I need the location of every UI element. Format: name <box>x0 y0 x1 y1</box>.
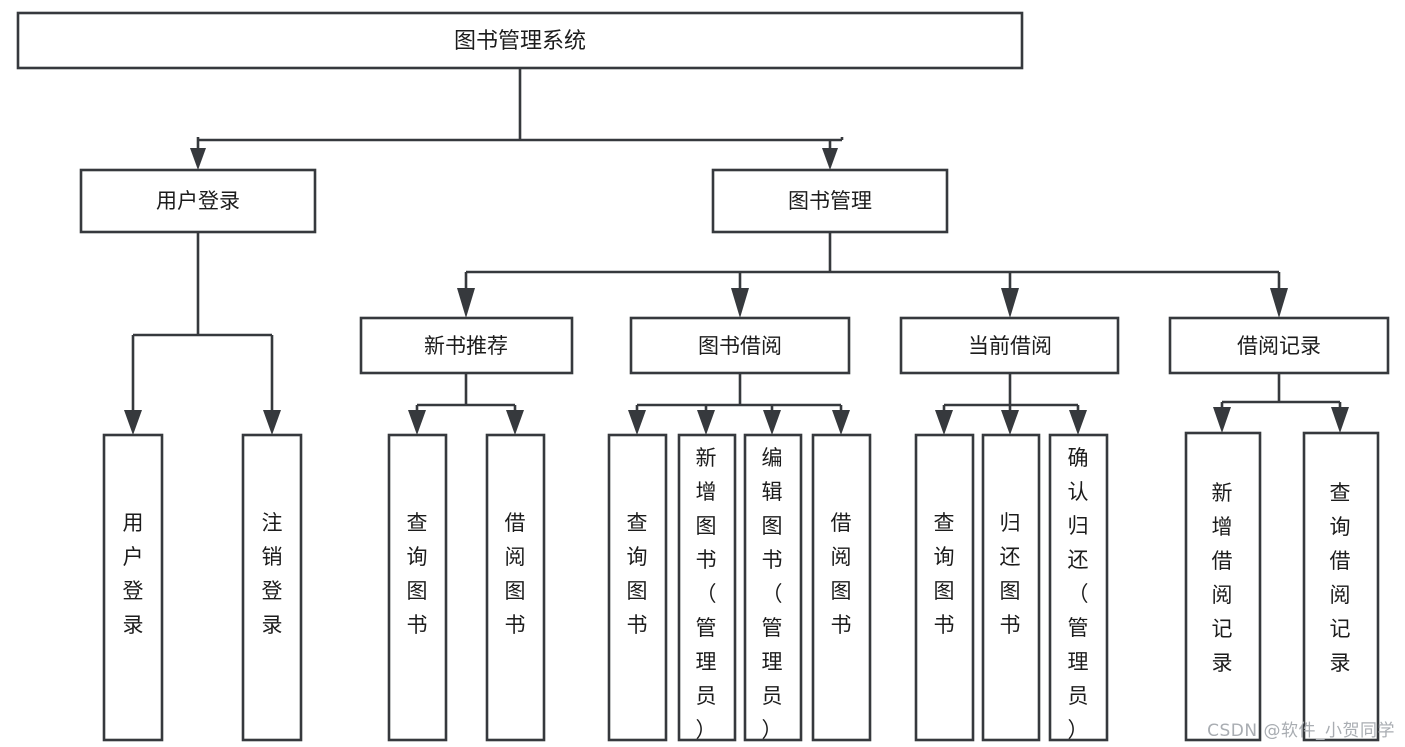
leaf-node-br-query-record-label: 查询借阅记录 <box>1330 481 1351 675</box>
leaf-node-logout-box <box>241 433 303 742</box>
leaf-node-nbr-query-book-label: 查询图书 <box>407 511 428 637</box>
arrow-head-bb-leaf3 <box>763 410 781 435</box>
leaf-node-cb-confirm-return-box <box>1048 433 1109 742</box>
leaf-node-br-add-record-box <box>1184 431 1262 742</box>
arrow-head-user-login <box>190 148 206 170</box>
node-book-borrow[interactable]: 图书借阅 <box>629 316 851 375</box>
arrow-head-br-leaf2 <box>1331 407 1349 433</box>
arrow-head-borrow-record <box>1270 288 1288 318</box>
leaf-node-bb-borrow-book[interactable]: 借阅图书 <box>811 433 872 742</box>
leaf-node-bb-add-book-label: 新增图书（管理员） <box>696 446 717 742</box>
arrow-head-bb-leaf4 <box>832 410 850 435</box>
leaf-node-nbr-query-book[interactable]: 查询图书 <box>387 433 448 742</box>
arrow-head-cb-leaf1 <box>935 410 953 435</box>
leaf-node-br-query-record-box <box>1302 431 1380 742</box>
leaf-node-br-query-record[interactable]: 查询借阅记录 <box>1302 431 1380 742</box>
node-user-login[interactable]: 用户登录 <box>79 168 317 234</box>
leaf-node-cb-confirm-return[interactable]: 确认归还（管理员） <box>1048 433 1109 742</box>
leaf-node-bb-borrow-book-label: 借阅图书 <box>831 511 852 637</box>
arrow-head-cb-leaf3 <box>1069 410 1087 435</box>
leaf-node-bb-edit-book[interactable]: 编辑图书（管理员） <box>743 433 803 742</box>
node-root-system[interactable]: 图书管理系统 <box>16 11 1024 70</box>
node-book-management-label: 图书管理 <box>788 189 872 213</box>
leaf-node-cb-query-book-box <box>914 433 975 742</box>
csdn-watermark: CSDN @软件_小贺同学 <box>1207 721 1395 741</box>
node-new-book-recommend-box <box>359 316 574 375</box>
arrow-head-bb-leaf2 <box>697 410 715 435</box>
node-current-borrow-label: 当前借阅 <box>968 334 1052 358</box>
leaf-node-br-add-record[interactable]: 新增借阅记录 <box>1184 431 1262 742</box>
leaf-node-user-login-box <box>102 433 164 742</box>
leaf-node-cb-confirm-return-label: 确认归还（管理员） <box>1068 446 1089 742</box>
leaf-node-bb-query-book[interactable]: 查询图书 <box>607 433 668 742</box>
node-book-borrow-label: 图书借阅 <box>698 334 782 358</box>
arrow-head-br-leaf1 <box>1213 407 1231 433</box>
leaf-node-user-login[interactable]: 用户登录 <box>102 433 164 742</box>
node-borrow-record-label: 借阅记录 <box>1237 334 1321 358</box>
node-user-login-box <box>79 168 317 234</box>
leaf-node-bb-query-book-box <box>607 433 668 742</box>
node-borrow-record[interactable]: 借阅记录 <box>1168 316 1390 375</box>
node-user-login-label: 用户登录 <box>156 189 240 213</box>
node-new-book-recommend[interactable]: 新书推荐 <box>359 316 574 375</box>
node-new-book-recommend-label: 新书推荐 <box>424 334 508 358</box>
leaf-node-logout[interactable]: 注销登录 <box>241 433 303 742</box>
node-root-label: 图书管理系统 <box>454 29 586 54</box>
leaf-node-cb-return-book-label: 归还图书 <box>1000 511 1021 637</box>
node-current-borrow[interactable]: 当前借阅 <box>899 316 1120 375</box>
node-book-management[interactable]: 图书管理 <box>711 168 949 234</box>
leaf-node-cb-query-book[interactable]: 查询图书 <box>914 433 975 742</box>
leaf-node-bb-edit-book-label: 编辑图书（管理员） <box>762 446 783 742</box>
leaf-node-bb-add-book[interactable]: 新增图书（管理员） <box>677 433 737 742</box>
arrow-head-book-manage <box>822 148 838 170</box>
leaf-node-nbr-borrow-book-label: 借阅图书 <box>505 511 526 637</box>
arrow-head-leaf-logout <box>263 410 281 435</box>
leaf-node-cb-query-book-label: 查询图书 <box>934 511 955 637</box>
leaf-node-user-login-label: 用户登录 <box>123 511 144 637</box>
node-book-borrow-box <box>629 316 851 375</box>
arrow-head-new-book-rec <box>457 288 475 318</box>
leaf-node-nbr-borrow-book-box <box>485 433 546 742</box>
leaf-node-bb-borrow-book-box <box>811 433 872 742</box>
leaf-node-bb-query-book-label: 查询图书 <box>627 511 648 637</box>
arrow-head-bb-leaf1 <box>628 410 646 435</box>
arrow-head-nbr-leaf2 <box>506 410 524 435</box>
arrow-head-book-borrow <box>731 288 749 318</box>
node-book-management-box <box>711 168 949 234</box>
leaf-node-br-add-record-label: 新增借阅记录 <box>1212 481 1233 675</box>
leaf-node-logout-label: 注销登录 <box>262 511 283 637</box>
node-current-borrow-box <box>899 316 1120 375</box>
arrow-head-nbr-leaf1 <box>408 410 426 435</box>
leaf-node-bb-edit-book-box <box>743 433 803 742</box>
node-root-box <box>16 11 1024 70</box>
connector-group <box>124 68 1349 435</box>
node-borrow-record-box <box>1168 316 1390 375</box>
leaf-node-bb-add-book-box <box>677 433 737 742</box>
leaf-node-cb-return-book-box <box>981 433 1041 742</box>
leaf-node-nbr-query-book-box <box>387 433 448 742</box>
arrow-head-leaf-user-login <box>124 410 142 435</box>
leaf-node-nbr-borrow-book[interactable]: 借阅图书 <box>485 433 546 742</box>
arrow-head-cb-leaf2 <box>1001 410 1019 435</box>
arrow-head-current-borrow <box>1001 288 1019 318</box>
leaf-node-cb-return-book[interactable]: 归还图书 <box>981 433 1041 742</box>
